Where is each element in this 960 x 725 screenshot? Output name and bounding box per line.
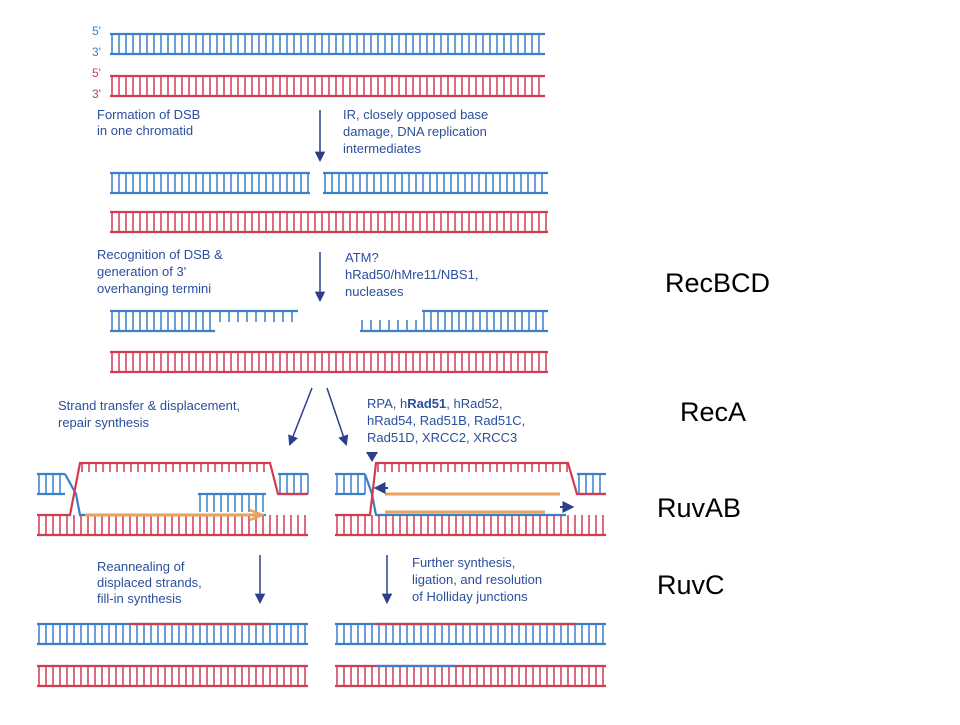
step1-right-label-line1: IR, closely opposed base	[343, 107, 488, 122]
step3-right-post: , hRad52,	[446, 396, 502, 411]
step4-right-label-line1: Further synthesis,	[412, 555, 515, 570]
five-prime-label-red: 5'	[92, 66, 101, 80]
product-right-red-duplex-rungs	[336, 666, 604, 686]
step3-left-label-line2: repair synthesis	[58, 415, 150, 430]
blue-duplex-left-fragment-rungs	[111, 173, 309, 193]
dloop-left-blue-right-rungs	[279, 474, 309, 494]
ruvc-label: RuvC	[657, 570, 725, 600]
step3-right-label-line1: RPA, hRad51, hRad52,	[367, 396, 503, 411]
dhj-junction-marker	[366, 452, 378, 462]
dhj-red-loop-rungs	[377, 463, 568, 472]
step2-right-label-line1: ATM?	[345, 250, 379, 265]
blue-duplex-right-fragment-rungs	[324, 173, 543, 193]
step3-right-label-line2: hRad54, Rad51B, Rad51C,	[367, 413, 525, 428]
arrow-branch-right	[326, 387, 349, 446]
step2-left-label-line3: overhanging termini	[97, 281, 211, 296]
step2-left-label-line2: generation of 3'	[97, 264, 186, 279]
step2-right-label-line3: nucleases	[345, 284, 404, 299]
step2-left-label-line1: Recognition of DSB &	[97, 247, 223, 262]
step4-right-label-line2: ligation, and resolution	[412, 572, 542, 587]
product-left-blue-duplex-rungs	[38, 624, 306, 644]
blue-right-paired-rungs	[423, 311, 544, 331]
dloop-left-red-rungs	[38, 515, 306, 535]
three-prime-label-red: 3'	[92, 87, 101, 101]
arrow-branch-left	[288, 387, 313, 446]
step1-left-label-line2: in one chromatid	[97, 123, 193, 138]
red-duplex-step3-rungs	[111, 352, 547, 372]
red-duplex-step2-rungs	[111, 212, 547, 232]
blue-right-overhang-stubs	[361, 320, 417, 331]
step3-left-label-line1: Strand transfer & displacement,	[58, 398, 240, 413]
ruvab-label: RuvAB	[657, 493, 742, 523]
blue-left-paired-rungs	[111, 311, 211, 331]
dhj-blue-invading-strand	[363, 473, 566, 517]
five-prime-label-blue: 5'	[92, 24, 101, 38]
step4-right-label-line3: of Holliday junctions	[412, 589, 528, 604]
red-duplex-intact-rungs	[111, 76, 540, 96]
dloop-left-blue-inner-rungs	[199, 494, 264, 512]
product-right-blue-duplex-rungs	[336, 624, 604, 644]
step1-left-label-line1: Formation of DSB	[97, 107, 200, 122]
dloop-left-displaced-red-strand	[37, 461, 308, 517]
dhj-red-rungs	[336, 515, 604, 535]
step3-right-label-line3: Rad51D, XRCC2, XRCC3	[367, 430, 517, 445]
blue-left-overhang-stubs	[219, 311, 293, 322]
dloop-left-synthesis-arrowhead	[249, 508, 266, 522]
three-prime-label-blue: 3'	[92, 45, 101, 59]
dhj-blue-left-rungs	[336, 474, 366, 494]
product-left-red-duplex-rungs	[38, 666, 306, 686]
step4-left-label-line1: Reannealing of	[97, 559, 185, 574]
reca-label: RecA	[680, 397, 747, 427]
recbcd-label: RecBCD	[665, 268, 771, 298]
step4-left-label-line2: displaced strands,	[97, 575, 202, 590]
dloop-left-red-loop-rungs	[81, 463, 265, 472]
step4-left-label-line3: fill-in synthesis	[97, 591, 182, 606]
step2-right-label-line2: hRad50/hMre11/NBS1,	[345, 267, 478, 282]
dhj-blue-right-rungs	[578, 474, 601, 494]
dna-duplexes	[37, 32, 606, 688]
step1-right-label-line3: intermediates	[343, 141, 422, 156]
step3-right-bold: Rad51	[407, 396, 446, 411]
step1-right-label-line2: damage, DNA replication	[343, 124, 487, 139]
dloop-left-blue-end-rungs	[38, 474, 61, 494]
blue-duplex-intact-rungs	[111, 34, 540, 54]
step3-right-pre: RPA, h	[367, 396, 407, 411]
dhj-displaced-red-strand	[335, 461, 606, 517]
